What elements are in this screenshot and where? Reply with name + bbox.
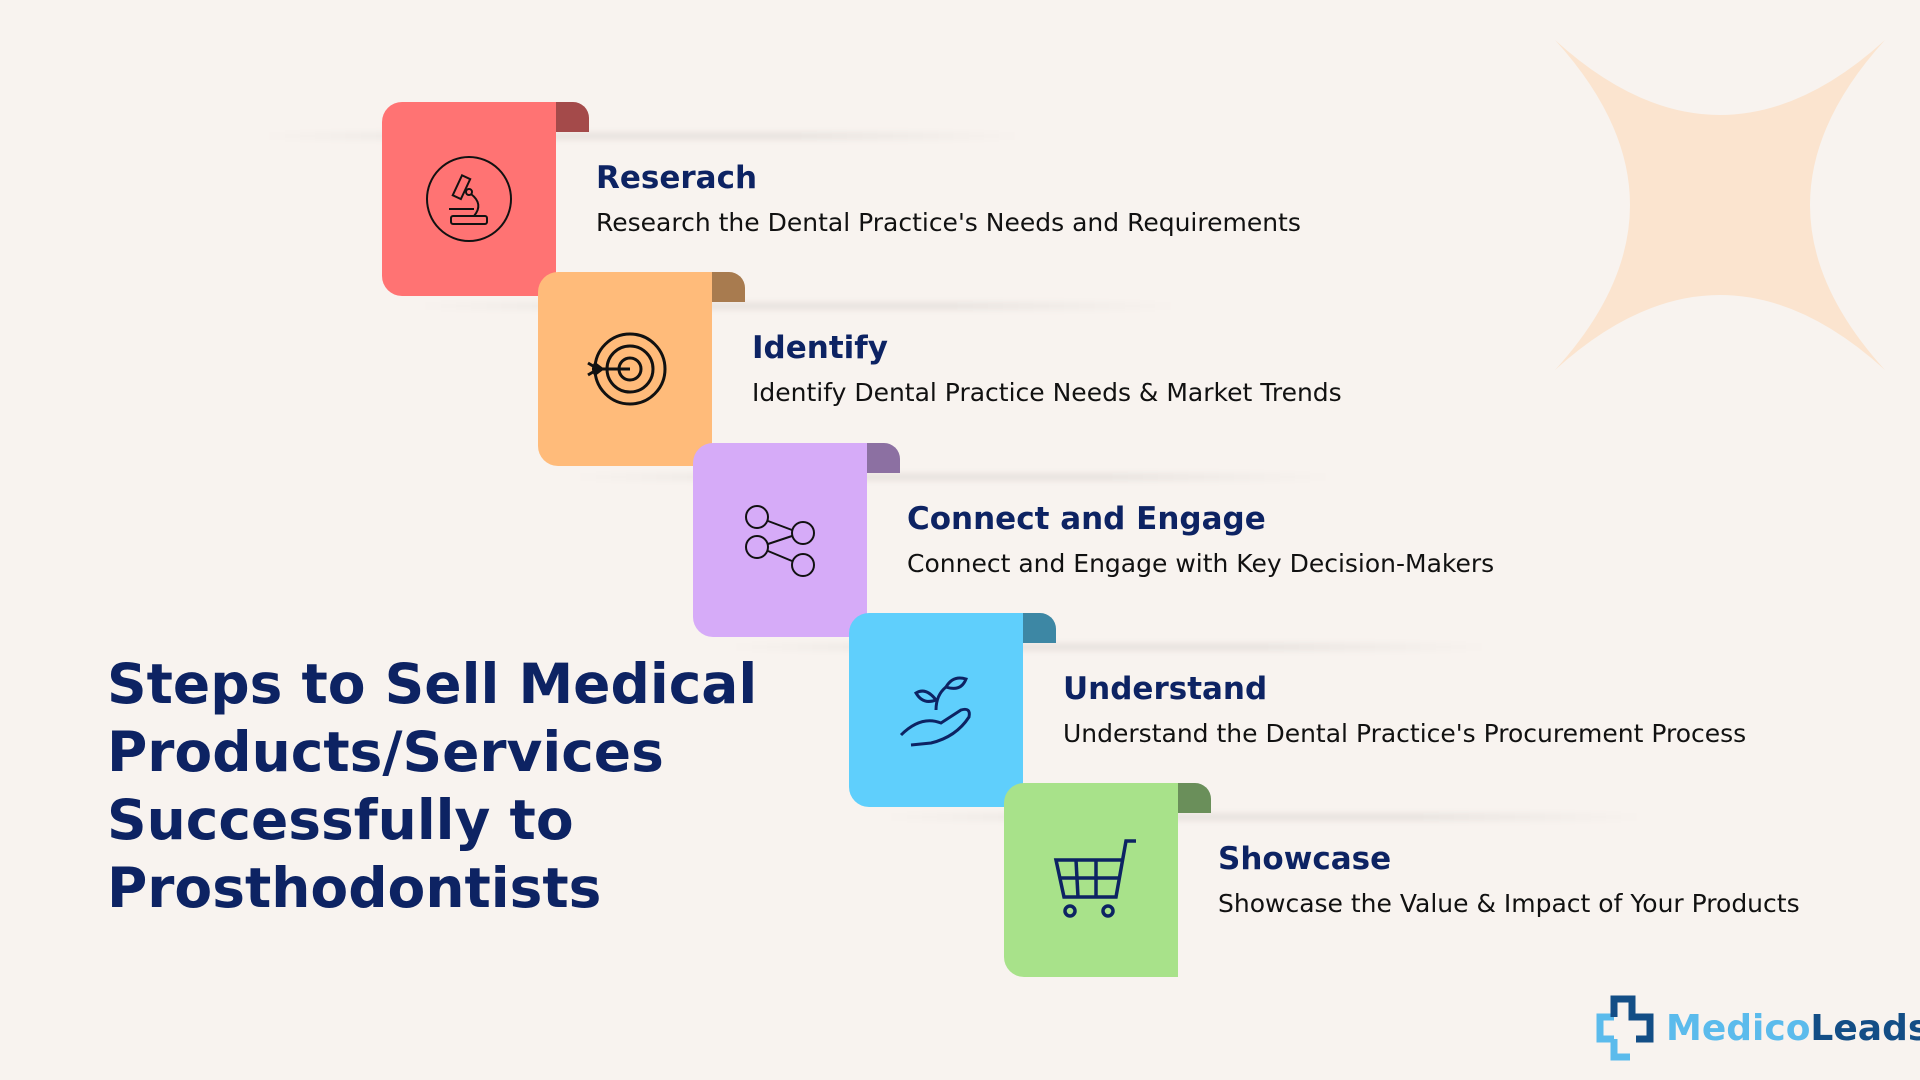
step-identify: Identify Identify Dental Practice Needs … [418,272,1920,472]
step-description: Identify Dental Practice Needs & Market … [752,378,1342,407]
cart-icon [1053,839,1136,918]
microscope-icon [426,156,512,242]
hand-plant-icon [899,676,971,747]
step-understand: Understand Understand the Dental Practic… [729,613,1920,813]
step-showcase: Showcase Showcase the Value & Impact of … [884,783,1920,983]
step-connect: Connect and Engage Connect and Engage wi… [573,443,1920,643]
page-title: Steps to Sell Medical Products/Services … [107,650,757,922]
target-icon [587,332,667,406]
title-line: Successfully to [107,788,574,852]
title-line: Steps to Sell Medical [107,652,758,716]
title-line: Prosthodontists [107,856,602,920]
logo-text-medico: Medico [1666,1007,1811,1049]
step-description: Research the Dental Practice's Needs and… [596,208,1301,237]
title-line: Products/Services [107,720,664,784]
logo-text-leads: Leads [1810,1007,1920,1049]
step-research: Reserach Research the Dental Practice's … [262,102,1782,302]
step-description: Showcase the Value & Impact of Your Prod… [1218,889,1800,918]
step-title: Connect and Engage [907,501,1266,537]
decorative-star-shape [1555,40,1885,370]
medicoleads-logo: MedicoLeads [1592,995,1920,1061]
step-title: Reserach [596,160,758,196]
medical-cross-logo-icon [1596,995,1654,1061]
step-description: Understand the Dental Practice's Procure… [1063,719,1747,748]
step-title: Showcase [1218,841,1392,877]
step-description: Connect and Engage with Key Decision-Mak… [907,549,1495,578]
step-title: Understand [1063,671,1268,707]
network-people-icon [745,505,815,577]
step-title: Identify [752,330,888,366]
